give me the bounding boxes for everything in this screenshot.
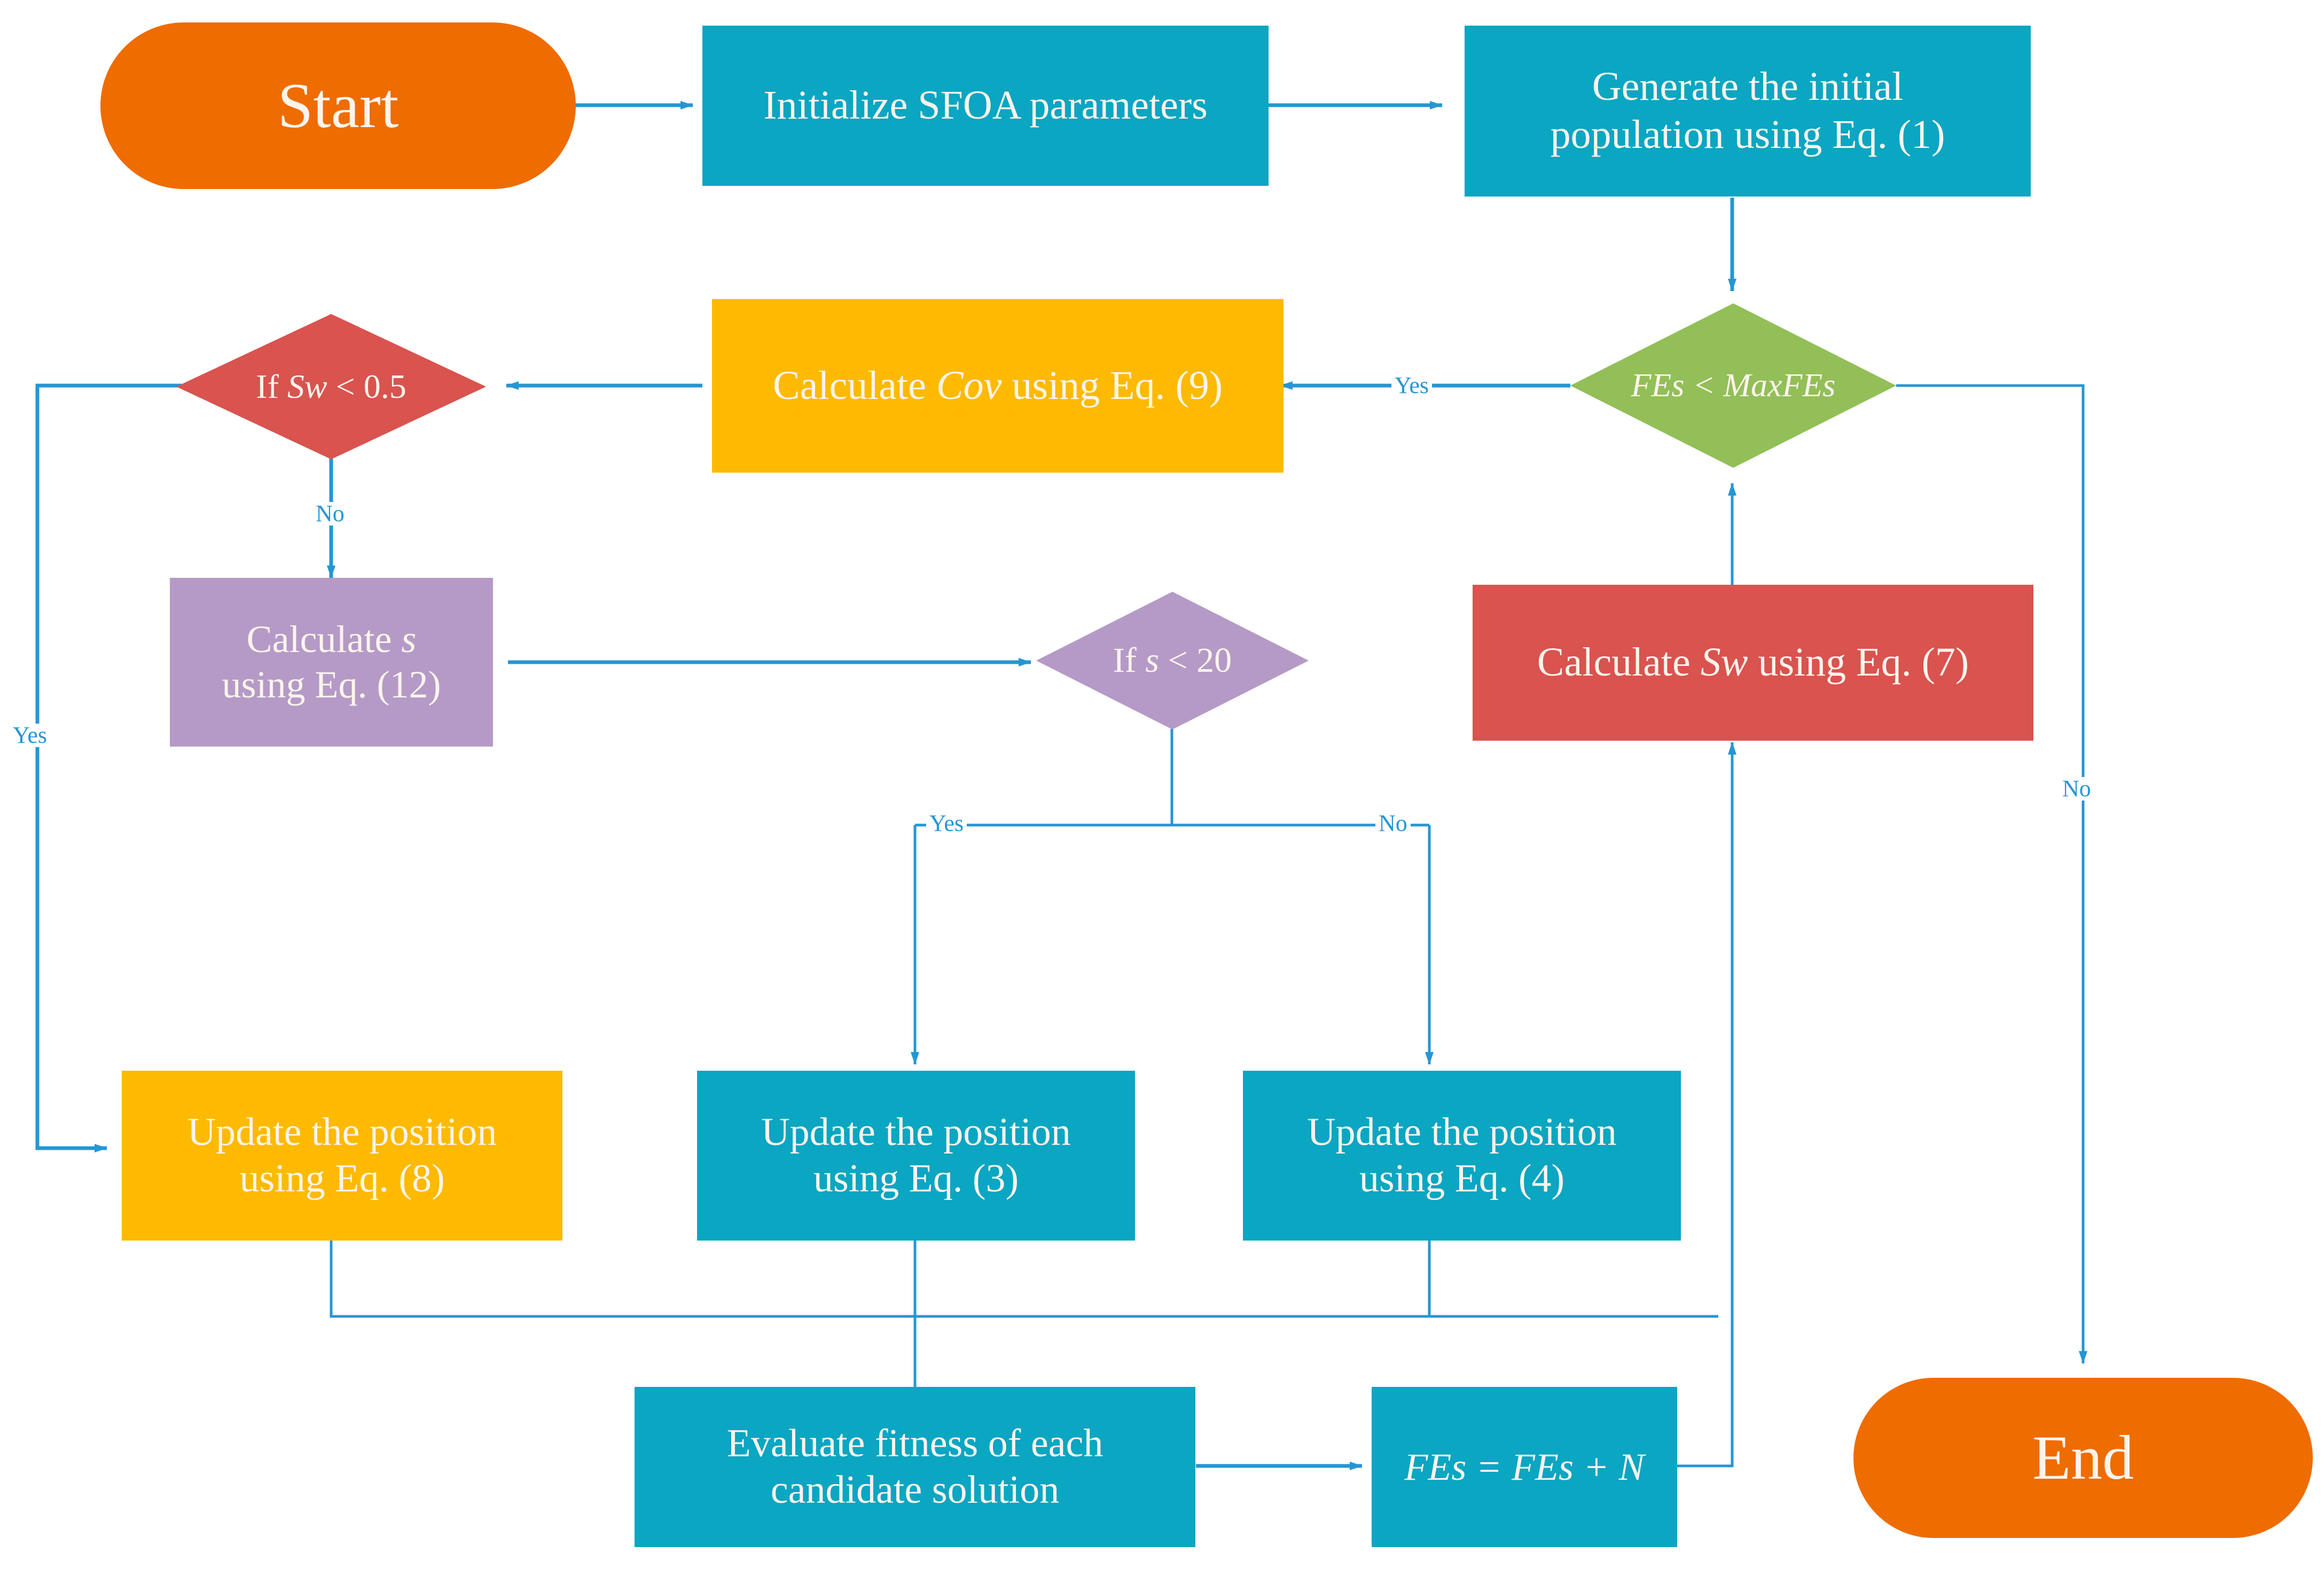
edge-fesupdate-to-calcsw bbox=[1677, 742, 1736, 1468]
node-end-label: End bbox=[2032, 1423, 2134, 1493]
edge-fesmax-no-to-end bbox=[1896, 384, 2087, 1364]
edge-label-fesmax-no: No bbox=[2059, 777, 2094, 801]
diamond-shape-purple bbox=[1036, 592, 1309, 729]
node-start[interactable]: Start bbox=[100, 22, 576, 189]
node-update-position-eq8[interactable]: Update the position using Eq. (8) bbox=[122, 1071, 562, 1241]
node-initialize-label: Initialize SFOA parameters bbox=[763, 83, 1208, 128]
edge-label-sw-yes: Yes bbox=[10, 724, 51, 747]
node-calculate-cov[interactable]: Calculate Cov using Eq. (9) bbox=[712, 299, 1284, 473]
node-update-position-eq4[interactable]: Update the position using Eq. (4) bbox=[1243, 1071, 1681, 1241]
node-end[interactable]: End bbox=[1853, 1378, 2313, 1538]
node-calculate-cov-label: Calculate Cov using Eq. (9) bbox=[772, 363, 1223, 408]
node-decision-fes-lt-maxfes[interactable]: FEs < MaxFEs bbox=[1570, 303, 1896, 468]
edge-label-s20-yes: Yes bbox=[926, 812, 967, 835]
node-decision-s20-label: If s < 20 bbox=[1113, 641, 1232, 680]
node-update-eq8-label: Update the position using Eq. (8) bbox=[187, 1110, 497, 1200]
edge-label-fesmax-yes: Yes bbox=[1391, 374, 1433, 397]
node-update-eq3-label: Update the position using Eq. (3) bbox=[761, 1110, 1071, 1200]
node-update-position-eq3[interactable]: Update the position using Eq. (3) bbox=[697, 1071, 1135, 1241]
edge-label-s20-no: No bbox=[1375, 812, 1411, 835]
node-fes-update-label: FEs = FEs + N bbox=[1404, 1445, 1645, 1488]
diamond-shape-green bbox=[1570, 303, 1896, 468]
edge-label-sw-no: No bbox=[312, 502, 348, 525]
node-generate-label: Generate the initial population using Eq… bbox=[1550, 64, 1945, 157]
node-decision-fes-label: FEs < MaxFEs bbox=[1631, 367, 1836, 404]
diamond-shape-red bbox=[176, 314, 486, 459]
node-decision-sw-label: If Sw < 0.5 bbox=[256, 367, 406, 405]
node-generate-initial-population[interactable]: Generate the initial population using Eq… bbox=[1465, 26, 2031, 197]
node-update-eq4-label: Update the position using Eq. (4) bbox=[1307, 1110, 1617, 1200]
node-decision-if-s-lt-20[interactable]: If s < 20 bbox=[1036, 592, 1309, 729]
node-fes-update[interactable]: FEs = FEs + N bbox=[1372, 1387, 1677, 1547]
node-evaluate-label: Evaluate fitness of each candidate solut… bbox=[726, 1421, 1104, 1512]
node-initialize-sfoa-parameters[interactable]: Initialize SFOA parameters bbox=[702, 26, 1269, 186]
node-decision-if-sw-lt-05[interactable]: If Sw < 0.5 bbox=[176, 314, 486, 459]
node-evaluate-fitness[interactable]: Evaluate fitness of each candidate solut… bbox=[635, 1387, 1195, 1547]
node-start-label: Start bbox=[277, 70, 399, 142]
edge-ifsw-yes-to-upd8 bbox=[35, 383, 182, 1152]
node-calculate-sw[interactable]: Calculate Sw using Eq. (7) bbox=[1473, 585, 2033, 741]
node-calculate-sw-label: Calculate Sw using Eq. (7) bbox=[1537, 640, 1969, 685]
edge-upd8-merge bbox=[330, 1239, 1718, 1318]
